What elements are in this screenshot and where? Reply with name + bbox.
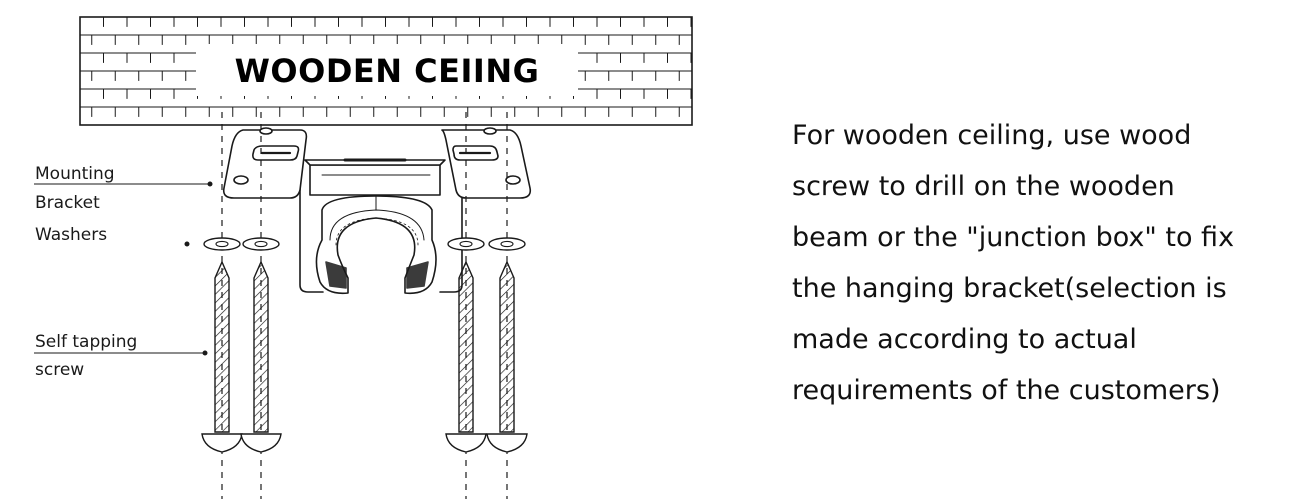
description-line: For wooden ceiling, use wood [792, 120, 1192, 151]
screw-assembly [486, 112, 528, 499]
screw-head [201, 433, 243, 453]
description-line: requirements of the customers) [792, 375, 1221, 406]
description-line: made according to actual [792, 324, 1137, 355]
wooden-ceiling: WOODEN CEIING [79, 16, 693, 126]
self-tapping-screw-label-line1: Self tapping [35, 332, 137, 352]
ceiling-label: WOODEN CEIING [235, 52, 540, 90]
self-tapping-screw [499, 260, 515, 433]
callout-leaders [34, 181, 213, 356]
screw-assembly [240, 112, 282, 499]
washers-label: Washers [35, 225, 107, 245]
mounting-bracket-label-line2: Bracket [35, 193, 100, 213]
screw-head [240, 433, 282, 453]
self-tapping-screw-label-line2: screw [35, 360, 84, 380]
description-line: the hanging bracket(selection is [792, 273, 1227, 304]
screw-assembly [201, 112, 243, 499]
hanging-bracket [222, 127, 532, 295]
description-line: screw to drill on the wooden [792, 171, 1175, 202]
screw-head [486, 433, 528, 453]
description-line: beam or the "junction box" to fix [792, 222, 1235, 253]
screw-assembly [445, 112, 487, 499]
self-tapping-screw [458, 260, 474, 433]
self-tapping-screw [214, 260, 230, 433]
installation-diagram: WOODEN CEIING [34, 16, 693, 499]
screw-head [445, 433, 487, 453]
self-tapping-screw [253, 260, 269, 433]
mounting-bracket-label-line1: Mounting [35, 164, 115, 184]
installation-description: For wooden ceiling, use wood screw to dr… [792, 110, 1302, 416]
